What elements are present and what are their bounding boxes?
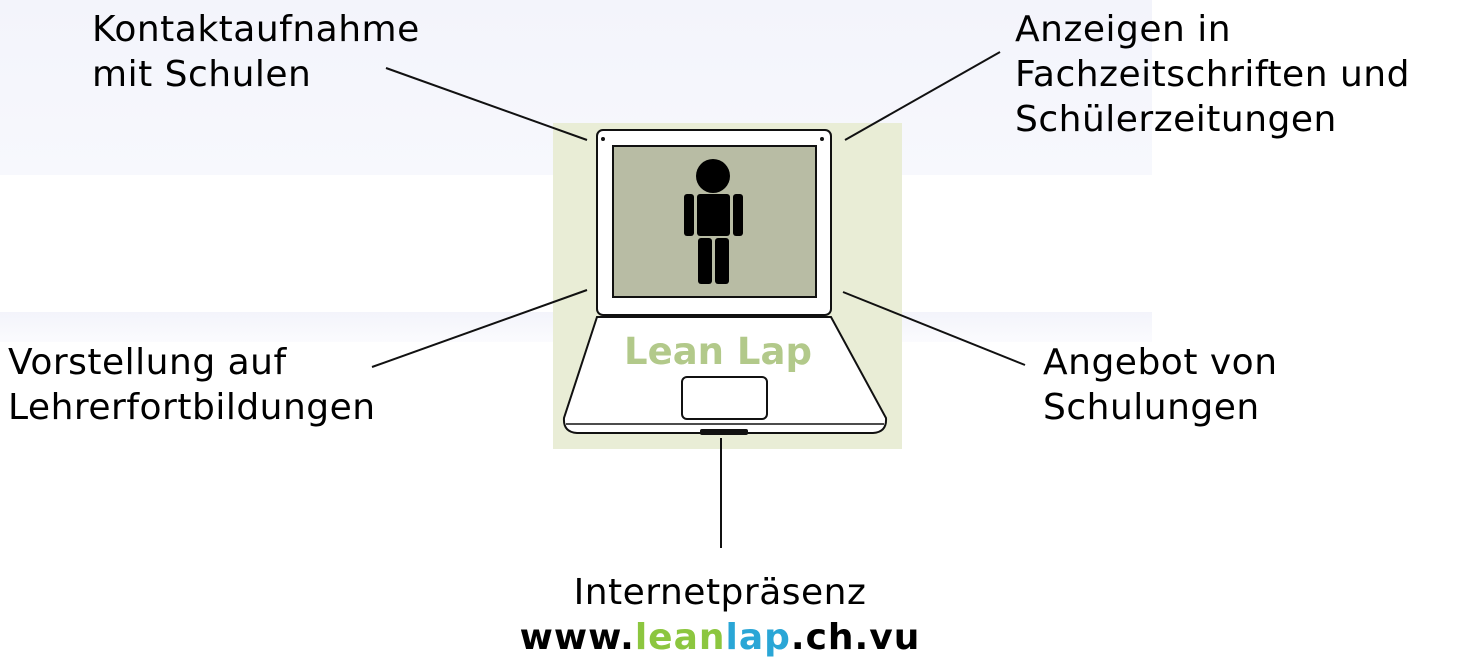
- laptop-touchpad: [681, 376, 768, 420]
- label-line: mit Schulen: [92, 54, 312, 95]
- label-line: Schulungen: [1043, 387, 1260, 428]
- label-contact-schools: Kontaktaufnahme mit Schulen: [92, 7, 420, 97]
- label-web-presence: Internetpräsenz www.leanlap.ch.vu: [0, 570, 1440, 660]
- url-lean: lean: [634, 617, 726, 658]
- label-line: Lehrerfortbildungen: [8, 387, 376, 428]
- lid-screw-right: [820, 137, 824, 141]
- lid-screw-left: [601, 137, 605, 141]
- label-line: Schülerzeitungen: [1015, 99, 1337, 140]
- laptop-front-latch: [700, 429, 748, 435]
- label-line: Anzeigen in: [1015, 9, 1232, 50]
- connector-mid-right: [842, 291, 1026, 366]
- label-line: Fachzeitschriften und: [1015, 54, 1410, 95]
- url-lap: lap: [725, 617, 791, 658]
- url-prefix: www.: [519, 617, 635, 658]
- person-icon: [684, 159, 743, 284]
- label-line: Internetpräsenz: [573, 572, 867, 613]
- laptop-logo: Lean Lap: [624, 330, 812, 373]
- label-line: Vorstellung auf: [8, 342, 287, 383]
- url-suffix: .ch.vu: [790, 617, 921, 658]
- label-line: Angebot von: [1043, 342, 1278, 383]
- label-advertisements: Anzeigen in Fachzeitschriften und Schüle…: [1015, 7, 1410, 142]
- laptop-base: [562, 316, 888, 434]
- website-url-link[interactable]: www.leanlap.ch.vu: [0, 615, 1440, 660]
- connector-top-left: [385, 67, 588, 141]
- label-line: Kontaktaufnahme: [92, 9, 420, 50]
- connector-mid-left: [371, 289, 588, 368]
- connector-top-right: [844, 51, 1001, 141]
- label-teacher-training: Vorstellung auf Lehrerfortbildungen: [8, 340, 376, 430]
- label-training-offer: Angebot von Schulungen: [1043, 340, 1278, 430]
